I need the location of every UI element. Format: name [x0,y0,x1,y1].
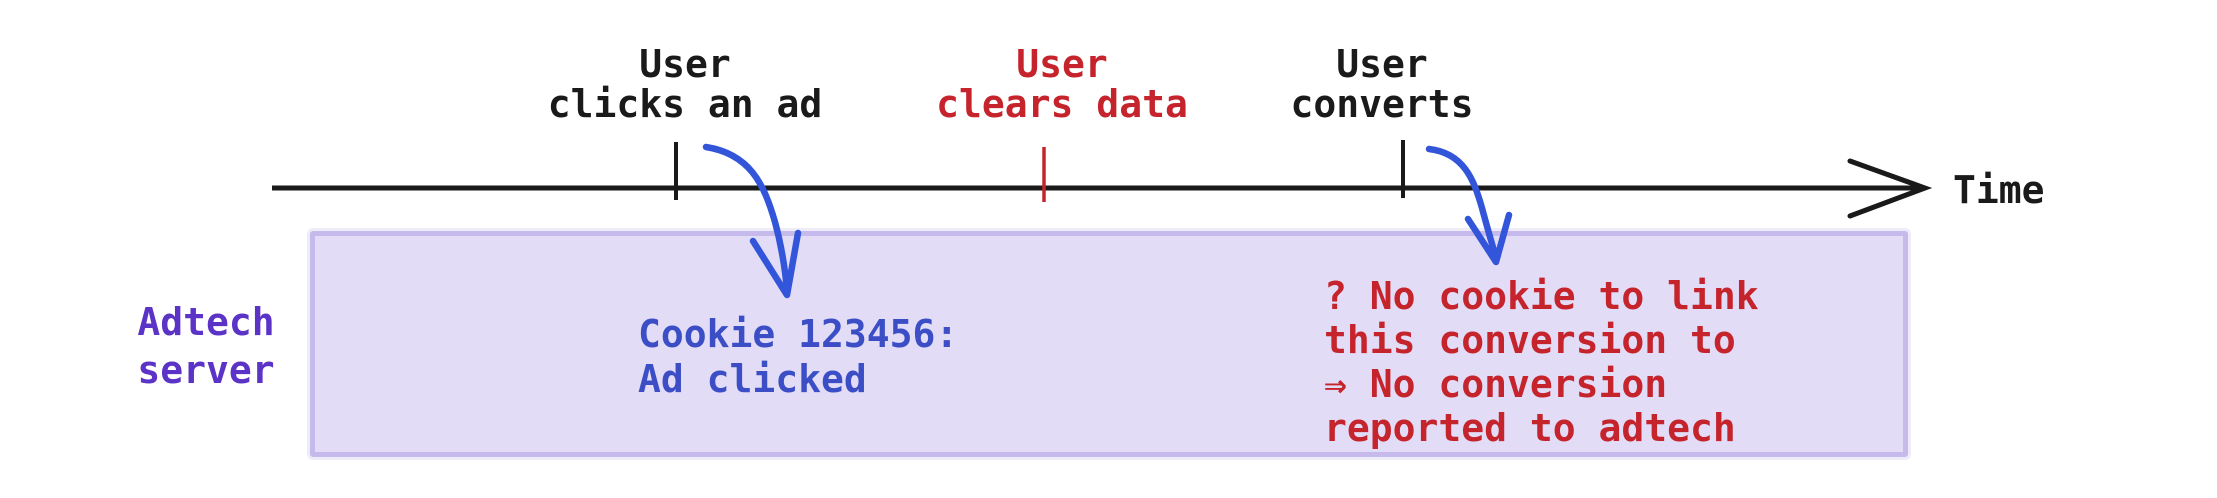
no-conversion-note: ? No cookie to link this conversion to ⇒… [1324,274,1759,450]
adtech-server-label: Adtech server [137,300,275,392]
adtech-server-box [310,231,1908,457]
click-to-server-arrow-icon [702,143,802,299]
cookie-click-note: Cookie 123456: Ad clicked [638,312,959,401]
event-label-user-converts: User converts [1290,42,1474,126]
event-label-user-clicks-ad: User clicks an ad [547,42,823,126]
event-label-user-clears-data: User clears data [936,42,1188,126]
time-axis-label: Time [1953,168,2045,212]
time-axis-arrowhead-icon [1847,158,1933,219]
conversion-to-server-arrow-icon [1425,145,1513,266]
